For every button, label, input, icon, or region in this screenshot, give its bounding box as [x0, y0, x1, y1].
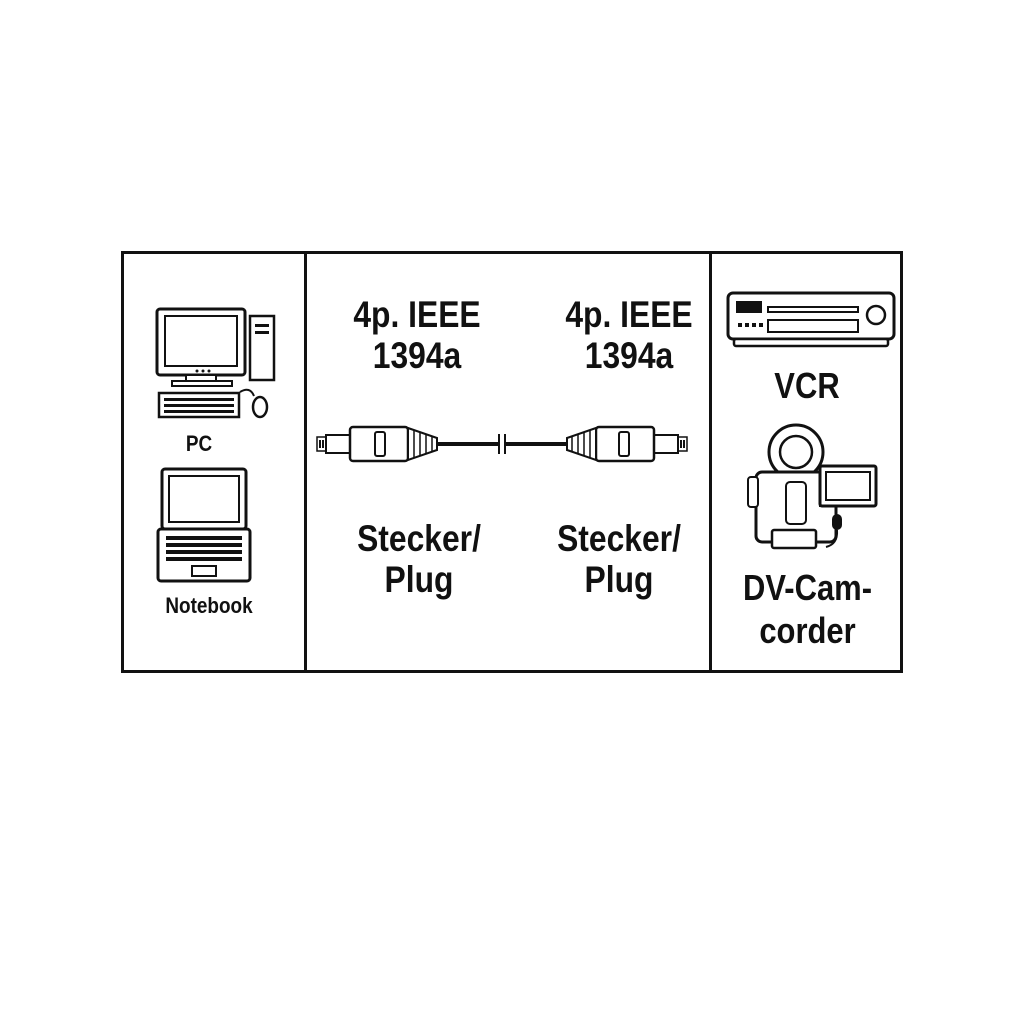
camcorder-label-line1: DV-Cam-: [742, 567, 873, 608]
left-connector-type-line1: 4p. IEEE: [353, 294, 481, 335]
pc-icon: [155, 307, 276, 419]
right-plug: [566, 425, 688, 463]
right-connector-gender-line1: Stecker/: [557, 518, 681, 559]
notebook-label: Notebook: [165, 593, 253, 618]
notebook-icon: [156, 467, 252, 583]
right-connector-type: 4p. IEEE 1394a: [552, 294, 707, 377]
source-devices-panel: PC Notebook: [124, 254, 307, 670]
left-connector-type: 4p. IEEE 1394a: [340, 294, 495, 377]
cable-plug-icon: [316, 425, 688, 463]
camcorder-label-line2: corder: [759, 610, 856, 652]
vcr-label: VCR: [774, 365, 840, 406]
right-connector-gender-line2: Plug: [584, 559, 654, 601]
cable-panel: 4p. IEEE 1394a 4p. IEEE 1394a: [307, 254, 712, 670]
left-connector-gender: Stecker/ Plug: [342, 518, 497, 601]
left-connector-gender-line2: Plug: [384, 559, 454, 601]
pc-label: PC: [185, 431, 213, 456]
camcorder-label: DV-Cam- corder: [732, 566, 883, 652]
camcorder-icon: [747, 423, 878, 550]
left-plug: [316, 425, 438, 463]
left-connector-gender-line1: Stecker/: [357, 518, 481, 559]
right-connector-type-line2: 1394a: [584, 335, 674, 377]
target-devices-panel: VCR DV-Cam- corder: [712, 254, 900, 670]
right-connector-type-line1: 4p. IEEE: [565, 294, 693, 335]
left-connector-type-line2: 1394a: [372, 335, 462, 377]
right-connector-gender: Stecker/ Plug: [542, 518, 697, 601]
vcr-icon: [726, 291, 896, 348]
connection-diagram: PC Notebook 4p. IEEE 1394a 4p. IEEE 1394…: [121, 251, 903, 673]
